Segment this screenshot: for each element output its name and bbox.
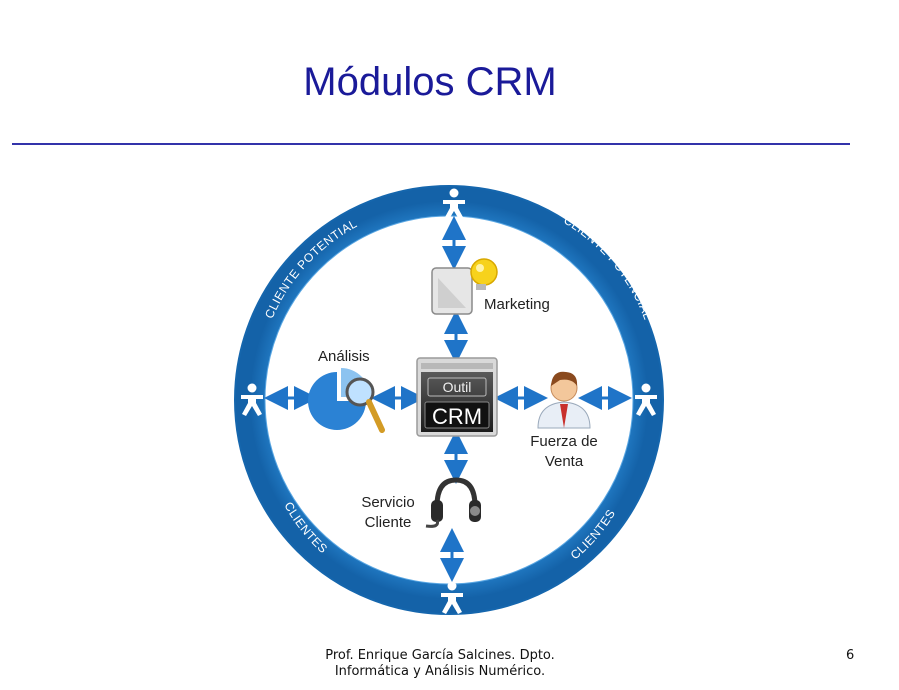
- service-label-line2: Cliente: [365, 514, 412, 531]
- crm-window-icon: [416, 357, 498, 437]
- slide-title: Módulos CRM: [303, 60, 557, 104]
- footer-line-1: Prof. Enrique García Salcines. Dpto.: [325, 648, 555, 663]
- person-icon-left: [241, 383, 263, 416]
- service-label-line1: Servicio: [361, 494, 414, 511]
- salesperson-icon: [537, 371, 591, 429]
- person-icon-top: [443, 188, 465, 221]
- slide-footer: Prof. Enrique García Salcines. Dpto. Inf…: [200, 648, 680, 680]
- person-icon-bottom: [441, 581, 463, 614]
- sales-force-label-line2: Venta: [545, 453, 584, 470]
- sales-force-label-line1: Fuerza de: [530, 433, 598, 450]
- title-divider: [12, 143, 850, 145]
- analysis-label: Análisis: [318, 348, 370, 365]
- crm-label-line1: Outil: [443, 379, 472, 395]
- marketing-icon: [431, 258, 498, 315]
- person-icon-right: [635, 383, 657, 416]
- crm-label-line2: CRM: [432, 404, 482, 429]
- page-number: 6: [846, 648, 855, 663]
- analysis-icon: [308, 368, 385, 433]
- footer-line-2: Informática y Análisis Numérico.: [334, 664, 546, 679]
- headset-icon: [425, 477, 481, 528]
- marketing-label: Marketing: [484, 296, 550, 313]
- connector-arrows: [264, 216, 632, 582]
